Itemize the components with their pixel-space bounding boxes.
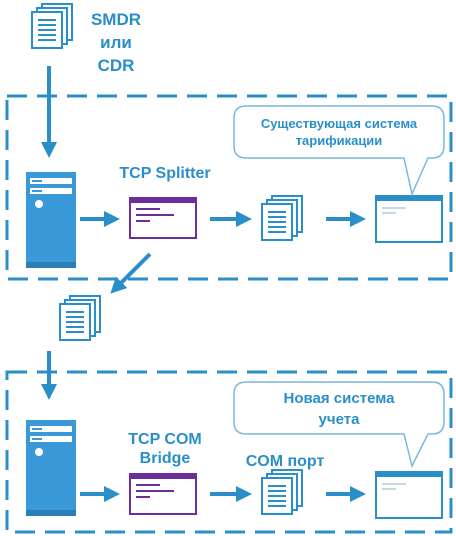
new-system-callout-line-2: учета [318, 411, 360, 428]
tcp-com-bridge-window-icon [129, 473, 197, 515]
source-documents-icon [31, 3, 73, 49]
arrow-splitter-to-middle-docs [110, 252, 152, 294]
bottom-section-border [5, 370, 453, 534]
source-label-line-2: или [100, 33, 132, 52]
new-system-callout [233, 381, 445, 469]
source-label: SMDR или CDR [84, 8, 148, 77]
top-section-border [5, 94, 453, 281]
new-system-callout-text: Новая система учета [236, 388, 442, 430]
tcp-splitter-label: TCP Splitter [119, 165, 211, 182]
source-label-line-1: SMDR [90, 10, 142, 29]
billing-system-window-icon [375, 195, 443, 243]
billing-system-callout-line-2: тарификации [295, 133, 383, 148]
billing-system-callout-line-1: Существующая система [260, 116, 418, 131]
source-label-line-3: CDR [97, 56, 135, 75]
documents-icon [261, 469, 303, 515]
intermediate-documents-icon [59, 295, 101, 341]
new-system-callout-line-1: Новая система [283, 390, 395, 407]
tcp-com-bridge-label: TCP COM Bridge [100, 430, 230, 468]
com-port-label: COM порт [245, 453, 325, 470]
billing-system-callout [233, 105, 445, 197]
documents-icon [261, 195, 303, 241]
billing-system-callout-text: Существующая система тарификации [236, 115, 442, 149]
new-system-window-icon [375, 471, 443, 519]
tcp-com-bridge-label-line-1: TCP COM [128, 431, 202, 448]
tcp-com-bridge-label-line-2: Bridge [139, 450, 191, 467]
tcp-splitter-window-icon [129, 197, 197, 239]
server-icon [26, 420, 76, 516]
server-icon [26, 172, 76, 268]
